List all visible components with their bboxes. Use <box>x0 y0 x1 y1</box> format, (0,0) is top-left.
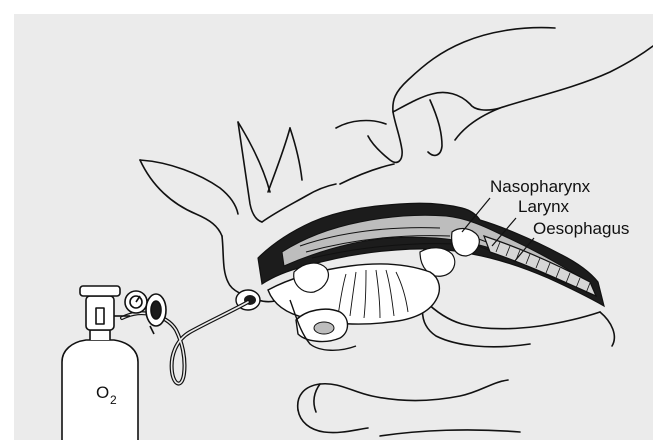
valve-stem <box>96 308 104 324</box>
label-larynx: Larynx <box>518 197 570 216</box>
cylinder-cap <box>80 286 120 296</box>
jaw-bone <box>314 322 334 334</box>
oxygen-symbol: O <box>96 383 109 402</box>
cylinder-neck <box>90 330 110 340</box>
oxygen-subscript: 2 <box>110 393 117 407</box>
label-oesophagus: Oesophagus <box>533 219 629 238</box>
larynx-region <box>452 229 480 256</box>
label-nasopharynx: Nasopharynx <box>490 177 591 196</box>
